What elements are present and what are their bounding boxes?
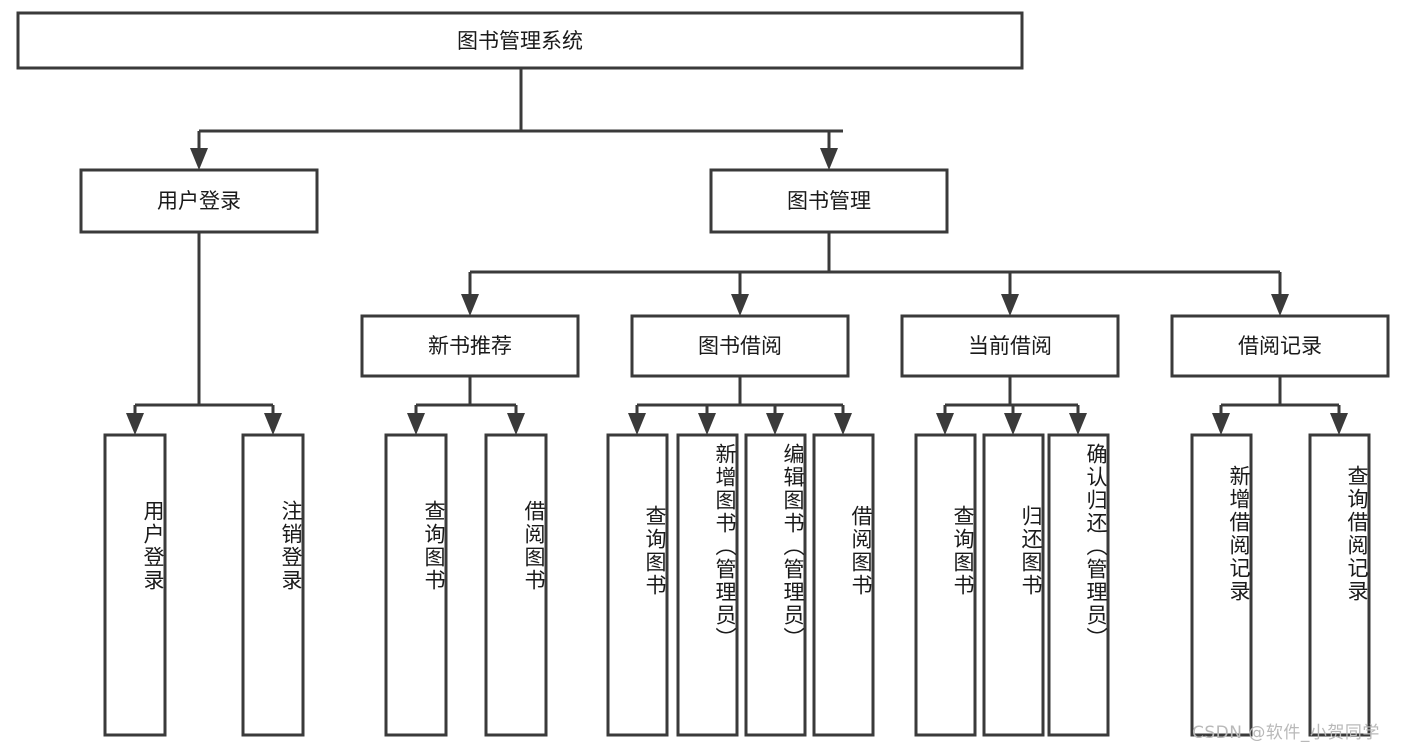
arrow-head-current-borrow bbox=[1001, 294, 1019, 316]
leaf-box-br-add-record[interactable] bbox=[1190, 433, 1253, 737]
leaf-box-bb-borrow-book[interactable] bbox=[812, 433, 875, 737]
node-book-borrow-box[interactable] bbox=[630, 314, 850, 378]
node-borrow-record[interactable]: 借阅记录 bbox=[1170, 314, 1390, 378]
arrow-head-bb-borrow bbox=[834, 413, 852, 435]
arrow-head-cb-return bbox=[1004, 413, 1022, 435]
leaf-box-bb-add-book[interactable] bbox=[676, 433, 739, 737]
node-current-borrow-box[interactable] bbox=[900, 314, 1120, 378]
arrow-head-bb-edit bbox=[766, 413, 784, 435]
arrow-head-borrow bbox=[731, 294, 749, 316]
node-borrow-record-box[interactable] bbox=[1170, 314, 1390, 378]
arrow-head-br-query bbox=[1330, 413, 1348, 435]
leaf-box-user-login[interactable] bbox=[103, 433, 167, 737]
arrow-head-br-add bbox=[1212, 413, 1230, 435]
node-current-borrow-label: 当前借阅 bbox=[968, 334, 1052, 358]
leaf-box-nb-query-book[interactable] bbox=[384, 433, 448, 737]
leaf-box-br-query-record[interactable] bbox=[1308, 433, 1371, 737]
node-new-book-recommend-box[interactable] bbox=[360, 314, 580, 378]
node-book-management-label: 图书管理 bbox=[787, 189, 871, 213]
leaf-box-cb-return-book[interactable] bbox=[982, 433, 1045, 737]
connector-borrowrecord-to-leaves bbox=[1212, 376, 1348, 435]
csdn-watermark: CSDN @软件_小贺同学 bbox=[1192, 723, 1380, 743]
node-root-label: 图书管理系统 bbox=[457, 29, 583, 53]
node-book-management[interactable]: 图书管理 bbox=[709, 168, 949, 234]
arrow-head-new-book bbox=[461, 294, 479, 316]
leaf-box-nb-borrow-book[interactable] bbox=[484, 433, 548, 737]
node-book-management-box[interactable] bbox=[709, 168, 949, 234]
connector-borrow-to-leaves bbox=[628, 376, 852, 435]
node-user-login[interactable]: 用户登录 bbox=[79, 168, 319, 234]
arrow-head-leaf-user-login bbox=[126, 413, 144, 435]
arrow-head-bb-add bbox=[698, 413, 716, 435]
leaf-box-cb-query-book[interactable] bbox=[914, 433, 977, 737]
node-user-login-label: 用户登录 bbox=[157, 189, 241, 213]
arrow-head-cb-query bbox=[936, 413, 954, 435]
arrow-head-nb-borrow bbox=[507, 413, 525, 435]
node-root-box[interactable] bbox=[16, 11, 1024, 70]
arrow-head-user-login bbox=[190, 148, 208, 170]
node-book-borrow[interactable]: 图书借阅 bbox=[630, 314, 850, 378]
node-user-login-box[interactable] bbox=[79, 168, 319, 234]
connector-currentborrow-to-leaves bbox=[936, 376, 1087, 435]
connector-newbook-to-leaves bbox=[407, 376, 525, 435]
connector-root-to-level2 bbox=[190, 68, 843, 170]
arrow-head-nb-query bbox=[407, 413, 425, 435]
arrow-head-bb-query bbox=[628, 413, 646, 435]
node-current-borrow[interactable]: 当前借阅 bbox=[900, 314, 1120, 378]
node-root[interactable]: 图书管理系统 bbox=[16, 11, 1024, 70]
arrow-head-book-mgmt bbox=[820, 148, 838, 170]
node-book-borrow-label: 图书借阅 bbox=[698, 334, 782, 358]
node-new-book-recommend-label: 新书推荐 bbox=[428, 334, 512, 358]
leaf-box-bb-query-book[interactable] bbox=[606, 433, 669, 737]
leaf-box-logout[interactable] bbox=[241, 433, 305, 737]
leaf-box-cb-confirm-return[interactable] bbox=[1047, 433, 1110, 737]
connector-userlogin-to-leaves bbox=[126, 232, 282, 435]
arrow-head-borrow-record bbox=[1271, 294, 1289, 316]
leaf-box-bb-edit-book[interactable] bbox=[744, 433, 807, 737]
arrow-head-leaf-logout bbox=[264, 413, 282, 435]
connector-bookmgmt-to-level3 bbox=[461, 232, 1289, 316]
arrow-head-cb-confirm bbox=[1069, 413, 1087, 435]
node-borrow-record-label: 借阅记录 bbox=[1238, 334, 1322, 358]
node-new-book-recommend[interactable]: 新书推荐 bbox=[360, 314, 580, 378]
